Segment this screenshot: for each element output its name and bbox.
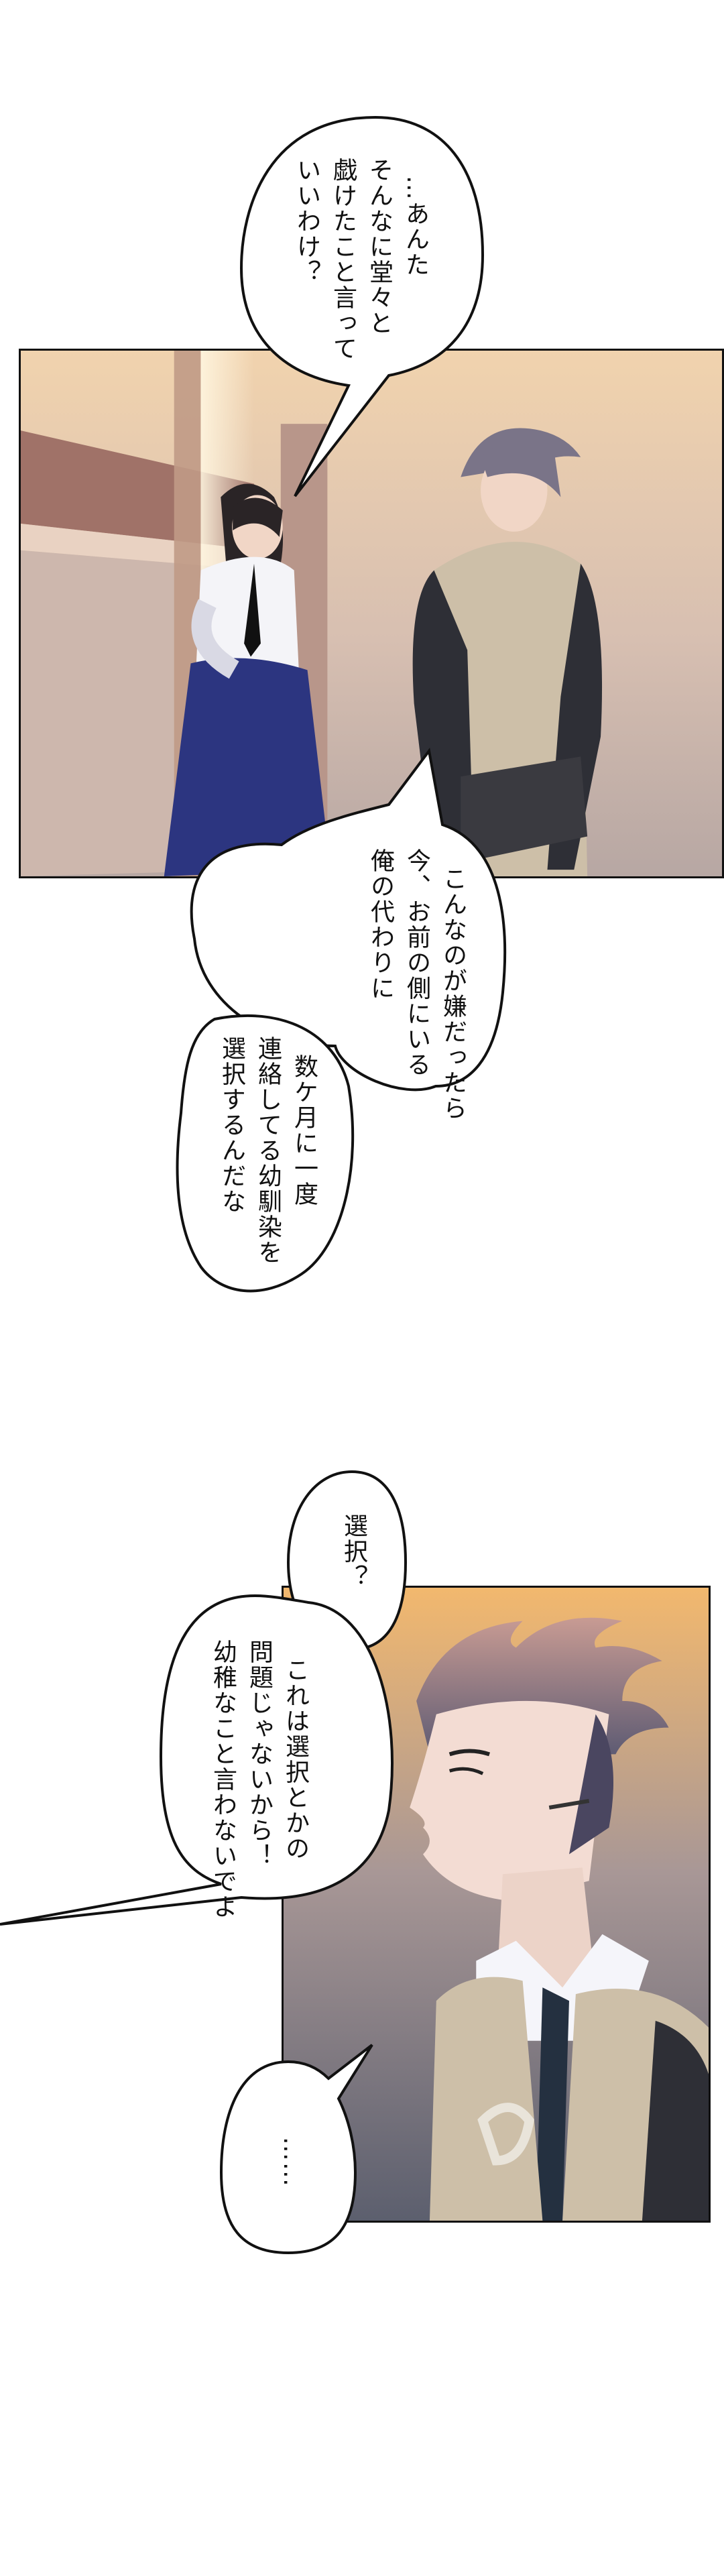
bubble-5-text: これは選択とかの問題じゃないから！幼稚なこと言わないでよ: [209, 1639, 309, 1920]
bubble-4-text: 選択？: [340, 1513, 367, 1590]
bubble-1-text: …あんたそんなに堂々と戯けたこと言っていいわけ？: [293, 158, 429, 361]
bubble-6-text: ……: [278, 2136, 306, 2188]
panel-1-illustration: [21, 351, 722, 876]
panel-1-scene: [19, 349, 724, 878]
man-closeup: [410, 1617, 709, 2221]
bubble-3-text: 数ケ月に一度連絡してる幼馴染を選択するんだな: [218, 1036, 318, 1265]
bubble-2-text: こんなのが嫌だったら今、お前の側にいる俺の代わりに: [367, 848, 467, 1121]
